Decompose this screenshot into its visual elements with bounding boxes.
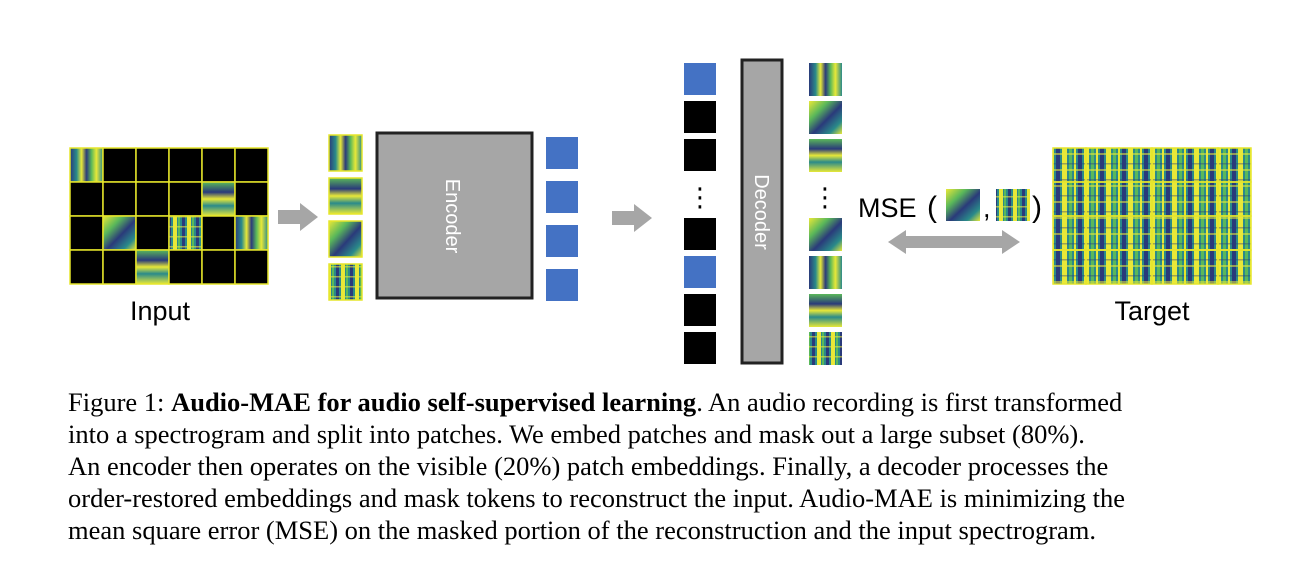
masked-cell	[102, 249, 137, 285]
reconstructed-patch	[809, 101, 842, 134]
caption-text: . An audio recording is first transforme…	[696, 387, 1123, 417]
target-label: Target	[1114, 296, 1190, 326]
reconstructed-patch	[809, 63, 842, 96]
masked-cell	[168, 181, 203, 217]
masked-cell	[168, 249, 203, 285]
encoder-token	[546, 137, 578, 169]
encoder-block: Encoder	[375, 131, 534, 300]
double-arrow	[888, 230, 1020, 254]
masked-cell	[69, 249, 104, 285]
encoder-token	[546, 225, 578, 257]
ellipsis-dots: ⋮	[687, 183, 713, 213]
ellipsis-dots: ⋮	[812, 183, 838, 213]
encoded-token	[684, 256, 716, 288]
masked-cell	[201, 215, 236, 251]
mse-pred-patch	[946, 189, 980, 221]
figure-caption: Figure 1: Audio-MAE for audio self-super…	[68, 386, 1258, 546]
caption-line: into a spectrogram and split into patche…	[68, 419, 1085, 449]
architecture-diagram: Input Encoder ⋮ Decode	[69, 58, 1252, 365]
encoder-token	[546, 181, 578, 213]
visible-patch	[328, 263, 363, 301]
visible-patches	[328, 134, 363, 301]
reconstructed-patches: ⋮	[809, 63, 842, 365]
decoder-input-sequence: ⋮	[684, 63, 716, 364]
caption-title: Audio-MAE for audio self-supervised lear…	[171, 387, 697, 417]
mask-token	[684, 294, 716, 326]
caption-line: An encoder then operates on the visible …	[68, 451, 1109, 481]
mse-close-paren: )	[1032, 191, 1042, 224]
mask-token	[684, 218, 716, 250]
mse-label: MSE	[858, 193, 917, 223]
decoder-block: Decoder	[740, 58, 784, 365]
masked-cell	[234, 249, 269, 285]
encoder-token	[546, 269, 578, 301]
visible-cell	[69, 147, 104, 183]
masked-cell	[102, 147, 137, 183]
caption-line: order-restored embeddings and mask token…	[68, 483, 1126, 513]
masked-cell	[69, 181, 104, 217]
reconstructed-patch	[809, 218, 842, 251]
visible-patch	[328, 134, 363, 172]
input-label: Input	[130, 296, 191, 326]
masked-cell	[201, 147, 236, 183]
arrow-encoder-to-decoder	[612, 204, 652, 232]
mask-token	[684, 139, 716, 171]
reconstructed-patch	[809, 332, 842, 365]
mse-loss: MSE ( , )	[858, 189, 1042, 224]
mse-target-patch	[996, 189, 1030, 221]
visible-cell	[201, 181, 236, 217]
input-masked-spectrogram	[69, 147, 269, 285]
caption-line: Figure 1: Audio-MAE for audio self-super…	[68, 386, 1258, 418]
mask-token	[684, 332, 716, 364]
mse-comma: ,	[983, 193, 991, 223]
target-spectrogram	[1052, 147, 1252, 285]
masked-cell	[234, 147, 269, 183]
masked-cell	[168, 147, 203, 183]
masked-cell	[135, 215, 170, 251]
visible-cell	[135, 249, 170, 285]
target-cell	[1217, 249, 1252, 285]
masked-cell	[135, 181, 170, 217]
encoder-label: Encoder	[441, 179, 463, 254]
arrow-input-to-patches	[278, 203, 318, 231]
masked-cell	[135, 147, 170, 183]
reconstructed-patch	[809, 294, 842, 327]
visible-cell	[234, 215, 269, 251]
visible-cell	[168, 215, 203, 251]
caption-line: mean square error (MSE) on the masked po…	[68, 515, 1097, 545]
decoder-label: Decoder	[750, 174, 772, 250]
masked-cell	[69, 215, 104, 251]
reconstructed-patch	[809, 139, 842, 172]
mse-open-paren: (	[927, 191, 937, 224]
reconstructed-patch	[809, 256, 842, 289]
visible-patch	[328, 177, 363, 215]
mask-token	[684, 101, 716, 133]
encoded-token	[684, 63, 716, 95]
masked-cell	[102, 181, 137, 217]
caption-prefix: Figure 1:	[68, 387, 172, 417]
masked-cell	[201, 249, 236, 285]
masked-cell	[234, 181, 269, 217]
encoder-output-tokens	[546, 137, 578, 301]
visible-patch	[328, 220, 363, 258]
visible-cell	[102, 215, 137, 251]
